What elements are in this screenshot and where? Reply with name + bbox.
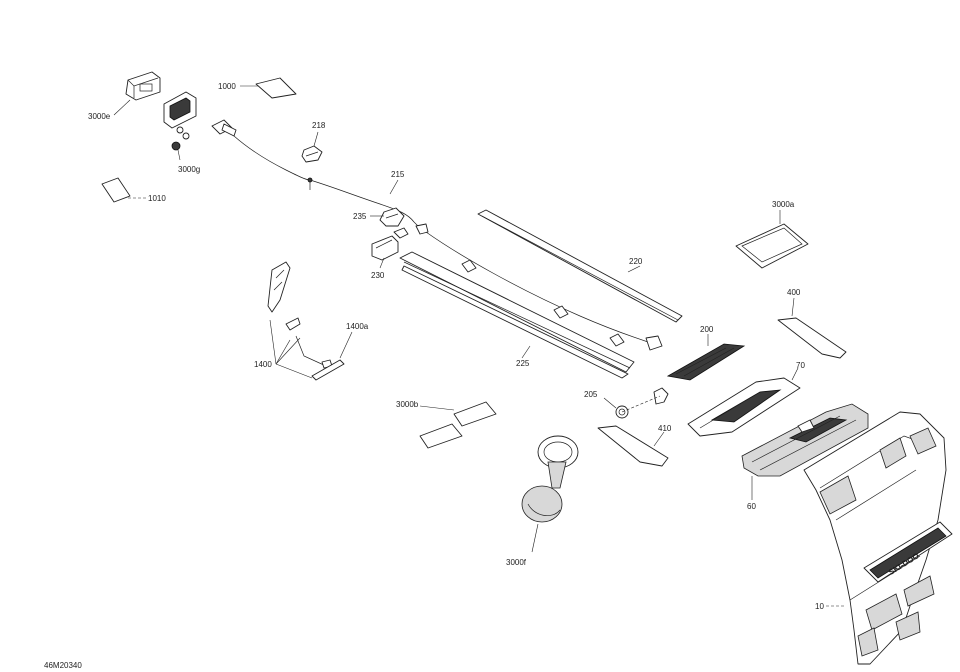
part-200-rear-light[interactable] [666,343,746,381]
part-218-grommet[interactable] [301,145,323,163]
part-220-rail-strip[interactable] [477,209,683,323]
callout-1000: 1000 [218,82,236,91]
part-switch-bracket[interactable] [163,91,197,151]
callout-225: 225 [516,359,530,368]
callout-3000e: 3000e [88,112,111,121]
part-1400-tool-kit[interactable] [267,261,345,381]
callout-10: 10 [815,602,824,611]
callout-400: 400 [787,288,801,297]
callout-230: 230 [371,271,385,280]
callout-220: 220 [629,257,643,266]
callout-3000g: 3000g [178,165,200,174]
callout-3000a: 3000a [772,200,795,209]
callout-200: 200 [700,325,714,334]
part-225-rail[interactable] [399,251,635,379]
callout-1010: 1010 [148,194,166,203]
part-230-bracket[interactable] [371,227,409,261]
part-410-reflector[interactable] [597,425,669,467]
part-235-clip[interactable] [379,207,405,227]
part-400-reflector[interactable] [777,317,847,359]
part-205-grommet[interactable] [615,387,669,419]
part-215-wiring-harness[interactable] [211,119,663,351]
part-60-rear-bumper[interactable] [741,403,869,477]
part-1010-decal[interactable] [101,177,131,203]
callout-3000f: 3000f [506,558,527,567]
part-70-bracket[interactable] [687,377,801,437]
callout-215: 215 [391,170,405,179]
callout-235: 235 [353,212,367,221]
diagram-reference-code: 46M20340 [44,661,82,670]
callout-410: 410 [658,424,672,433]
callout-1400: 1400 [254,360,272,369]
callout-3000b: 3000b [396,400,419,409]
part-3000e-switch-housing[interactable] [125,71,161,101]
callout-70: 70 [796,361,805,370]
part-1000-decal[interactable] [255,77,297,99]
callout-218: 218 [312,121,326,130]
callout-1400a: 1400a [346,322,369,331]
callout-60: 60 [747,502,756,511]
part-10-front-panel[interactable] [803,411,953,665]
part-3000b-decal[interactable] [419,401,497,449]
part-3000f-mount[interactable] [521,435,579,523]
part-3000a-decal[interactable] [735,223,809,269]
callout-205: 205 [584,390,598,399]
